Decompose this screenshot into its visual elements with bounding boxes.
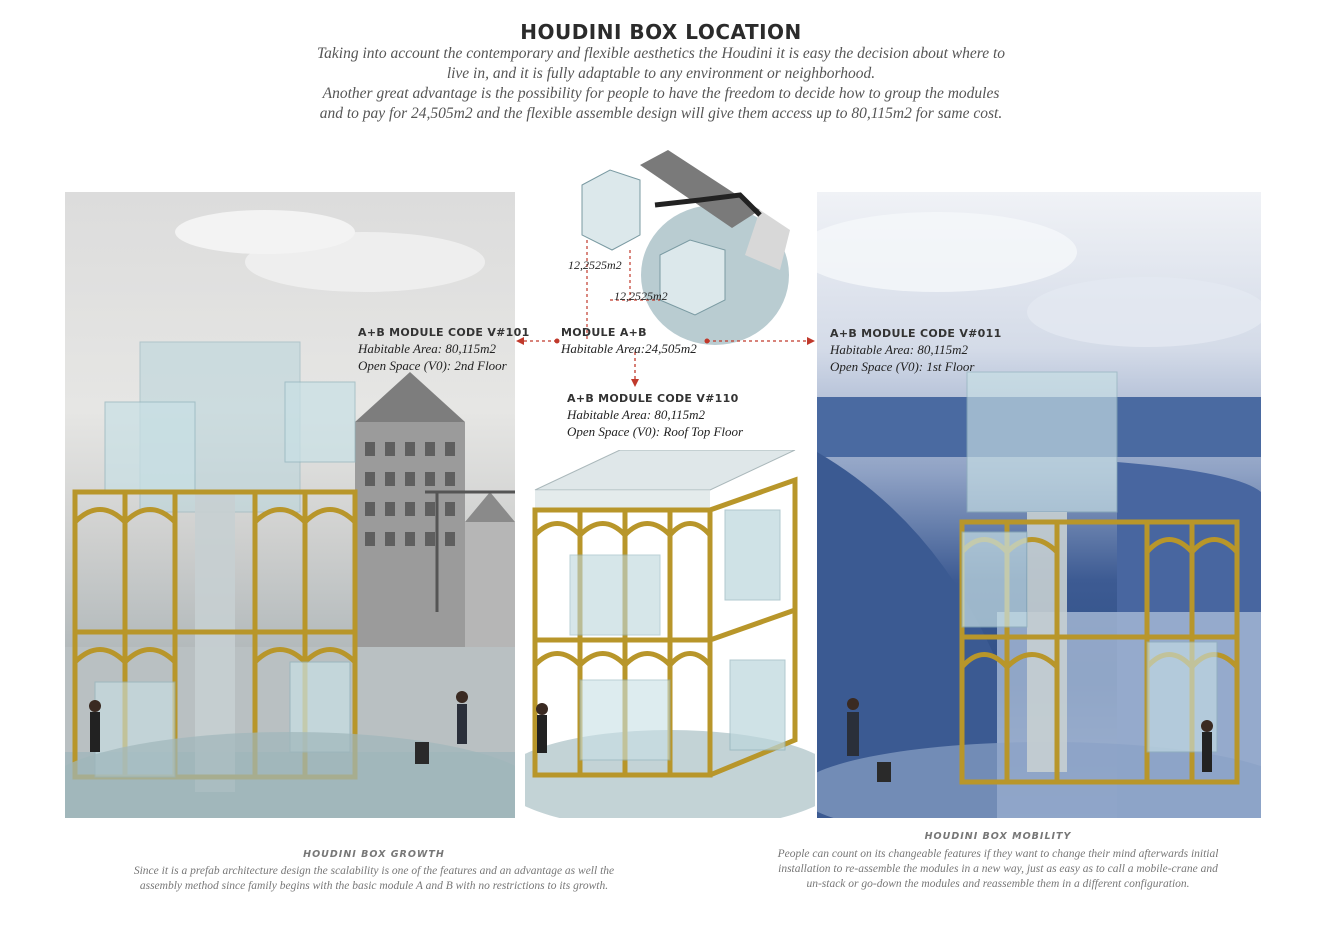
urban-background-image [65,210,515,818]
growth-line: Since it is a prefab architecture design… [133,865,615,877]
module-v011-open-space: Open Space (V0): 1st Floor [830,359,975,374]
module-v101-code: A+B MODULE CODE V#101 [358,326,530,339]
mobility-line: installation to re-assemble the modules … [778,863,1218,875]
intro-text: Taking into account the contemporary and… [290,44,1032,124]
growth-line: assembly method since family begins with… [139,880,609,892]
center-tower-image [525,450,815,818]
page-title: HOUDINI BOX LOCATION [520,20,802,44]
module-v011-area: Habitable Area: 80,115m2 [830,342,969,357]
intro-line: Another great advantage is the possibili… [322,85,1000,102]
render-panel-center [525,450,815,818]
truck-cab [745,210,790,270]
module-v011-specs: Habitable Area: 80,115m2 Open Space (V0)… [830,341,974,375]
module-v101-area: Habitable Area: 80,115m2 [358,341,497,356]
render-panel-growth [65,192,515,818]
module-v110-code: A+B MODULE CODE V#110 [567,392,739,405]
intro-line: live in, and it is fully adaptable to an… [446,65,876,82]
module-a-diagram [581,169,641,251]
mobility-title: HOUDINI BOX MOBILITY [924,831,1072,842]
landscape-background-image [817,212,1261,818]
module-b-diagram [659,239,726,316]
diagram-ground-disk [641,205,789,345]
truck-body [640,150,760,228]
mobility-text: People can count on its changeable featu… [738,847,1258,892]
mobility-line: un-stack or go-down the modules and reas… [806,878,1190,890]
module-ab-code: MODULE A+B [561,326,647,339]
module-a-area: 12,2525m2 [568,258,622,272]
module-v110-open-space: Open Space (V0): Roof Top Floor [567,424,744,439]
module-v110-specs: Habitable Area: 80,115m2 Open Space (V0)… [567,406,743,440]
render-panel-mobility [817,192,1261,818]
growth-title: HOUDINI BOX GROWTH [303,849,445,860]
mobility-line: People can count on its changeable featu… [777,848,1219,860]
intro-line: and to pay for 24,505m2 and the flexible… [319,105,1003,122]
intro-line: Taking into account the contemporary and… [316,45,1006,62]
growth-text: Since it is a prefab architecture design… [104,864,644,894]
module-v110-area: Habitable Area: 80,115m2 [567,407,706,422]
module-v101-open-space: Open Space (V0): 2nd Floor [358,358,507,373]
module-ab-area: Habitable Area:24,505m2 [561,341,697,356]
crane-arm [654,192,762,217]
module-v101-specs: Habitable Area: 80,115m2 Open Space (V0)… [358,340,507,374]
module-b-area: 12,2525m2 [614,289,668,303]
module-v011-code: A+B MODULE CODE V#011 [830,327,1002,340]
